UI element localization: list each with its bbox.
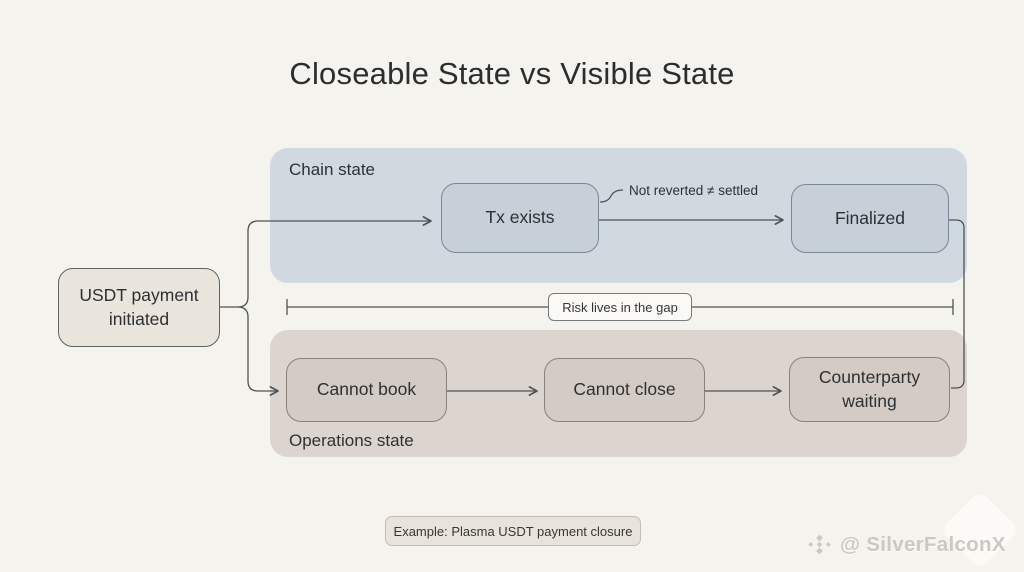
tx-exists-node: Tx exists (441, 183, 599, 253)
usdt-payment-node: USDT payment initiated (58, 268, 220, 347)
operations-state-label: Operations state (289, 431, 414, 450)
not-reverted-annotation: Not reverted ≠ settled (629, 183, 758, 198)
watermark: @ SilverFalconX (806, 531, 1006, 558)
chain-state-label: Chain state (289, 160, 375, 179)
diagram-title: Closeable State vs Visible State (289, 56, 735, 91)
cannot-close-node: Cannot close (544, 358, 705, 422)
finalized-node: Finalized (791, 184, 949, 253)
cannot-book-node: Cannot book (286, 358, 447, 422)
diamond-logo-icon (808, 534, 831, 555)
example-caption: Example: Plasma USDT payment closure (385, 516, 641, 546)
watermark-handle: @ SilverFalconX (840, 532, 1006, 556)
risk-gap-label: Risk lives in the gap (548, 293, 692, 321)
counterparty-waiting-node: Counterparty waiting (789, 357, 950, 422)
